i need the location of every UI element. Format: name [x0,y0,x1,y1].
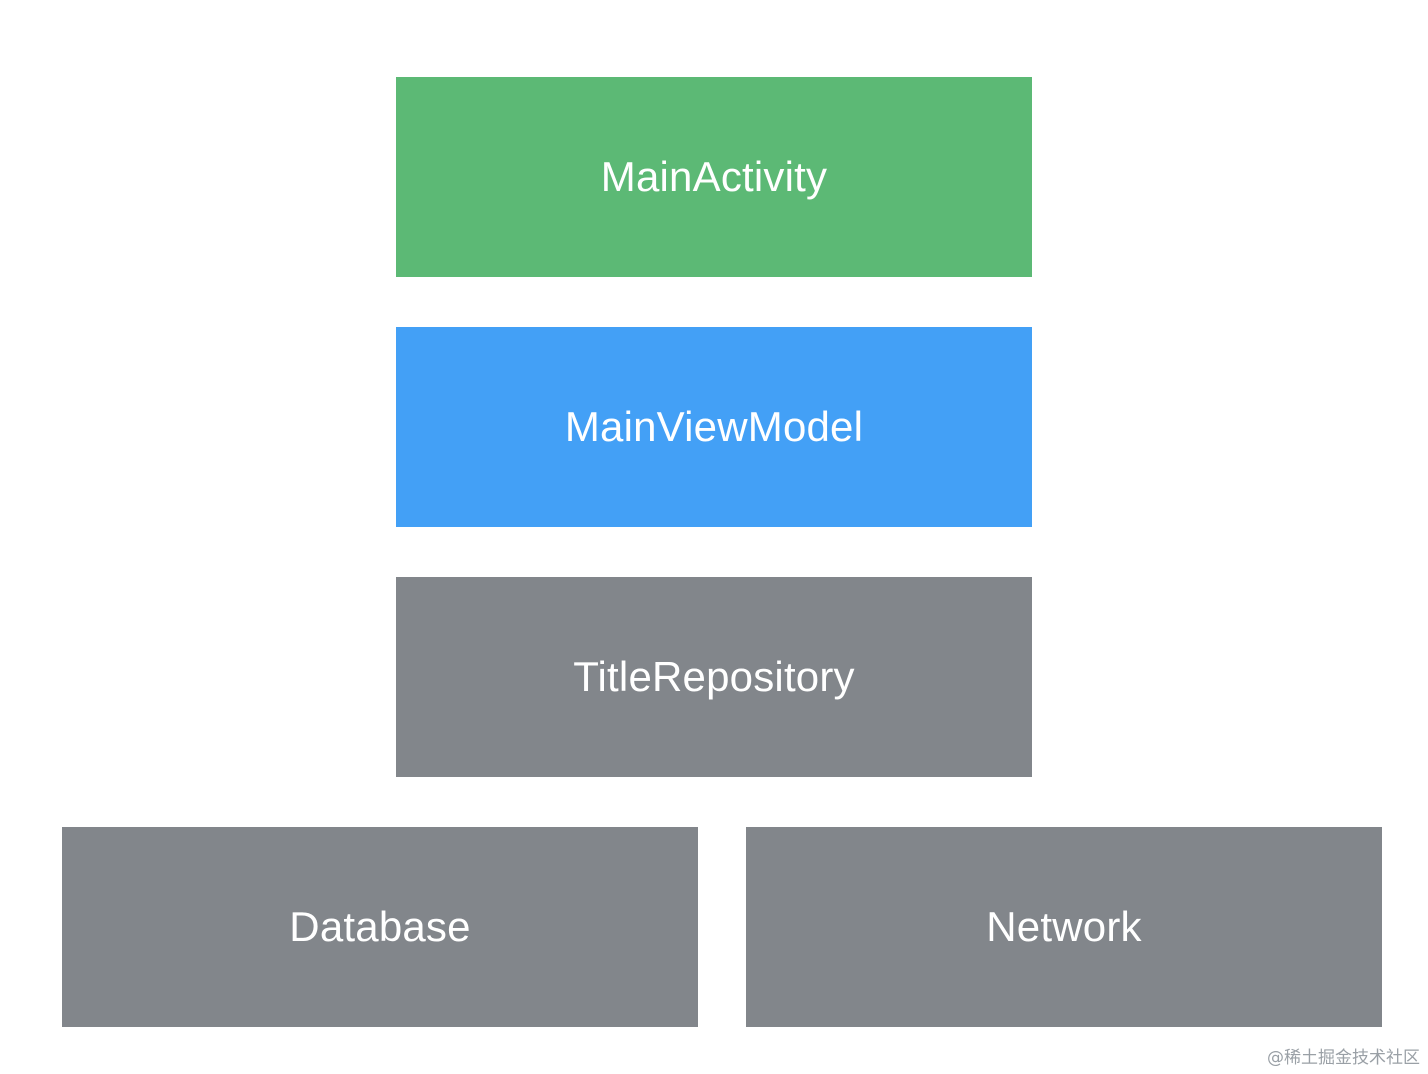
database-label: Database [289,903,471,950]
main-viewmodel-block: MainViewModel [396,327,1032,527]
main-activity-block: MainActivity [396,77,1032,277]
network-block: Network [746,827,1382,1027]
title-repository-label: TitleRepository [573,653,855,700]
watermark-text: @稀土掘金技术社区 [1267,1048,1420,1068]
main-viewmodel-label: MainViewModel [564,403,864,450]
title-repository-block: TitleRepository [396,577,1032,777]
main-activity-label: MainActivity [600,153,828,200]
database-block: Database [62,827,698,1027]
network-label: Network [986,903,1142,950]
